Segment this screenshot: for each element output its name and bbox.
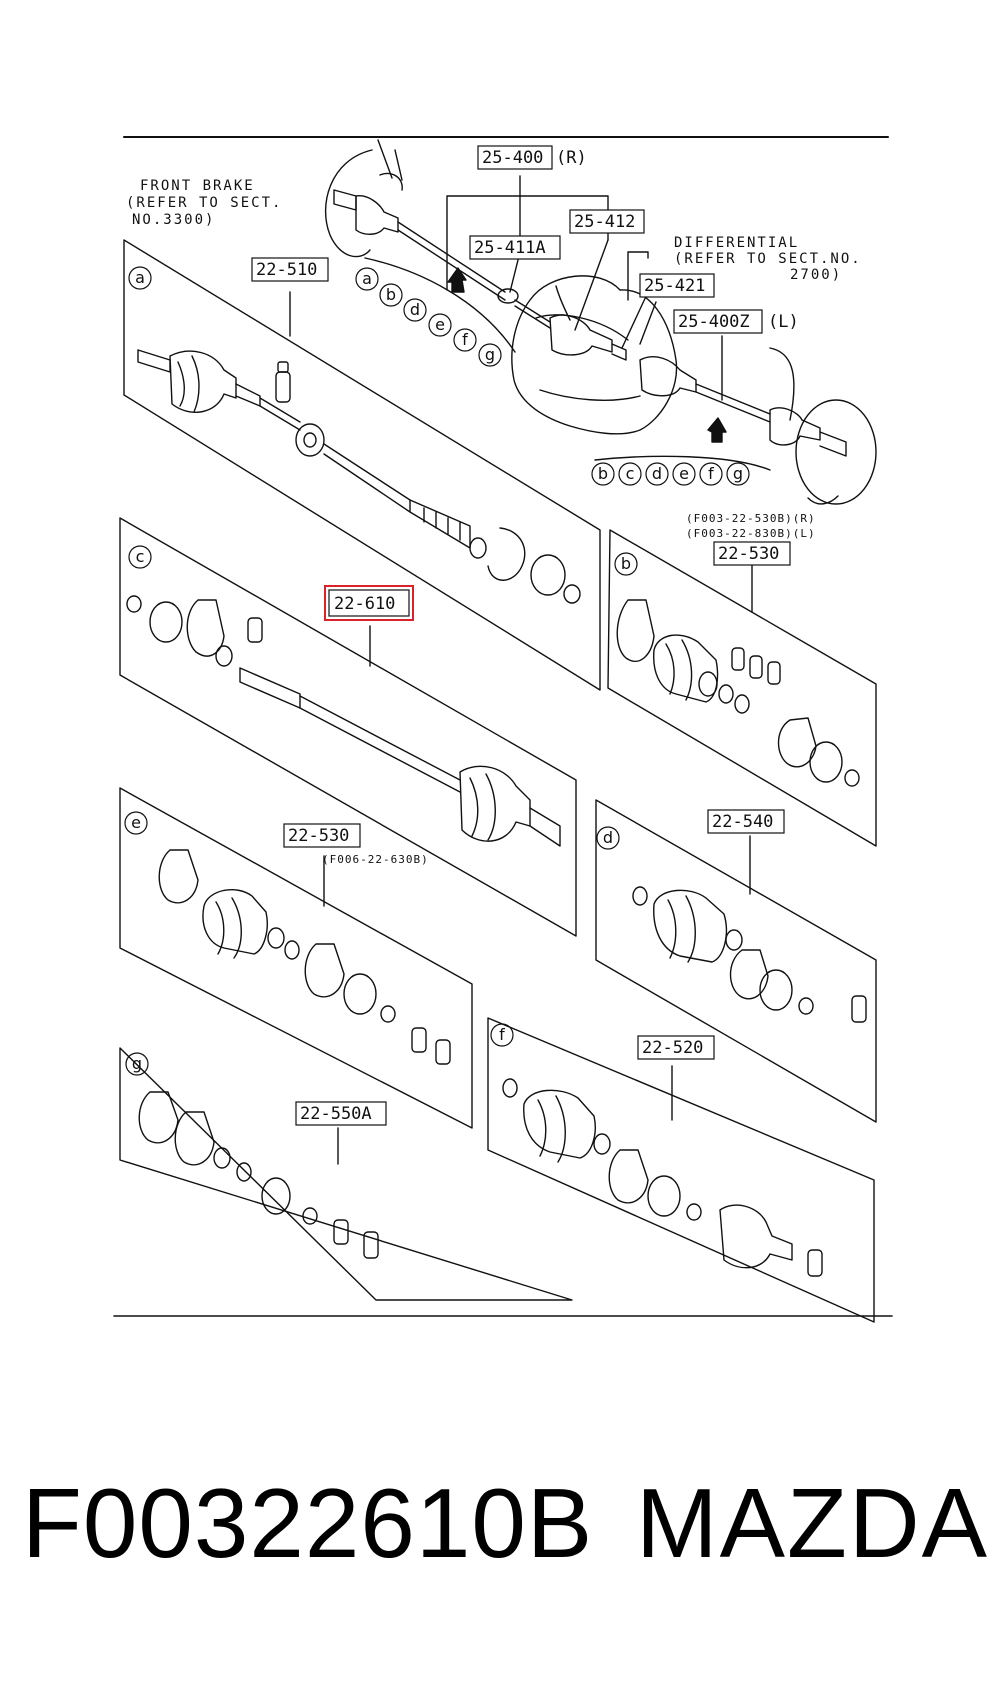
kit-letter-top-2: b [386, 285, 396, 304]
kit-letter-top-3: d [410, 300, 420, 319]
kit-letter-bottom-5: f [708, 464, 714, 483]
panel-a-ring [469, 537, 487, 559]
label-25-400z: 25-400Z [678, 312, 750, 332]
label-22-550a: 22-550A [300, 1104, 372, 1124]
left-brake-disc [795, 399, 877, 505]
footer: F00322610B MAZDA [18, 1468, 987, 1578]
label-25-421: 25-421 [644, 276, 705, 296]
note-f006: (F006-22-630B) [322, 853, 429, 866]
panel-letter-c: c [136, 547, 145, 566]
label-25-411a: 25-411A [474, 238, 546, 258]
kit-letter-bottom-2: c [626, 464, 635, 483]
label-25-400: 25-400 [482, 148, 543, 168]
highlight-box [324, 585, 414, 621]
kit-letter-bottom-6: g [733, 464, 743, 483]
label-22-520: 22-520 [642, 1038, 703, 1058]
panel-b-clamp [616, 599, 655, 663]
kit-letter-top-4: e [435, 315, 445, 334]
arrow-up-left [447, 267, 467, 293]
panel-letter-d: d [603, 828, 613, 847]
panel-f [487, 1017, 875, 1323]
label-22-530-top: 22-530 [718, 544, 779, 564]
kit-letter-top-6: g [485, 345, 495, 364]
label-22-610: 22-610 [334, 594, 395, 614]
panel-g [119, 1047, 573, 1301]
panel-d [595, 799, 877, 1123]
part-number: F00322610B [22, 1468, 594, 1578]
panel-e [119, 787, 473, 1129]
kit-letter-top-1: a [362, 269, 372, 288]
right-shaft-top [333, 189, 357, 211]
panel-letter-a: a [135, 268, 145, 287]
panel-letter-b: b [621, 554, 631, 573]
kit-letter-bottom-4: e [679, 464, 689, 483]
kit-letter-top-5: f [462, 330, 468, 349]
panel-b [607, 529, 877, 847]
kit-letter-bottom-1: b [598, 464, 608, 483]
note-f003-r: (F003-22-530B)(R) [686, 512, 816, 525]
front-brake-disc [324, 149, 373, 258]
panel-c-shaft [239, 667, 301, 709]
panel-f-boot [523, 1089, 596, 1159]
differential-body [511, 275, 678, 435]
label-22-530-mid: 22-530 [288, 826, 349, 846]
label-25-400z-side: (L) [768, 312, 799, 332]
label-22-540: 22-540 [712, 812, 773, 832]
panel-letter-g: g [132, 1054, 142, 1073]
panel-d-boot [653, 889, 728, 963]
front-brake-note-2: (REFER TO SECT. [126, 195, 282, 211]
panel-a-shaft [137, 349, 171, 373]
differential-note-1: DIFFERENTIAL [674, 235, 799, 251]
differential-note-2: (REFER TO SECT.NO. [674, 251, 862, 267]
arrow-up-right [707, 417, 727, 443]
panel-a [123, 239, 601, 691]
kit-letter-bottom-3: d [652, 464, 662, 483]
panel-letter-f: f [499, 1025, 505, 1044]
front-brake-note-3: NO.3300) [132, 212, 215, 228]
parts-diagram: a b d e f g b c d e f g a b c d e f g 25… [113, 136, 893, 1323]
panel-c [119, 517, 577, 937]
front-brake-note-1: FRONT BRAKE [140, 178, 255, 194]
label-25-412: 25-412 [574, 212, 635, 232]
panel-letter-e: e [131, 813, 141, 832]
note-f003-l: (F003-22-830B)(L) [686, 527, 816, 540]
differential-note-3: 2700) [790, 267, 842, 283]
label-22-510: 22-510 [256, 260, 317, 280]
brand-name: MAZDA [636, 1468, 989, 1578]
label-25-400-side: (R) [556, 148, 587, 168]
panel-e-boot [202, 889, 268, 955]
